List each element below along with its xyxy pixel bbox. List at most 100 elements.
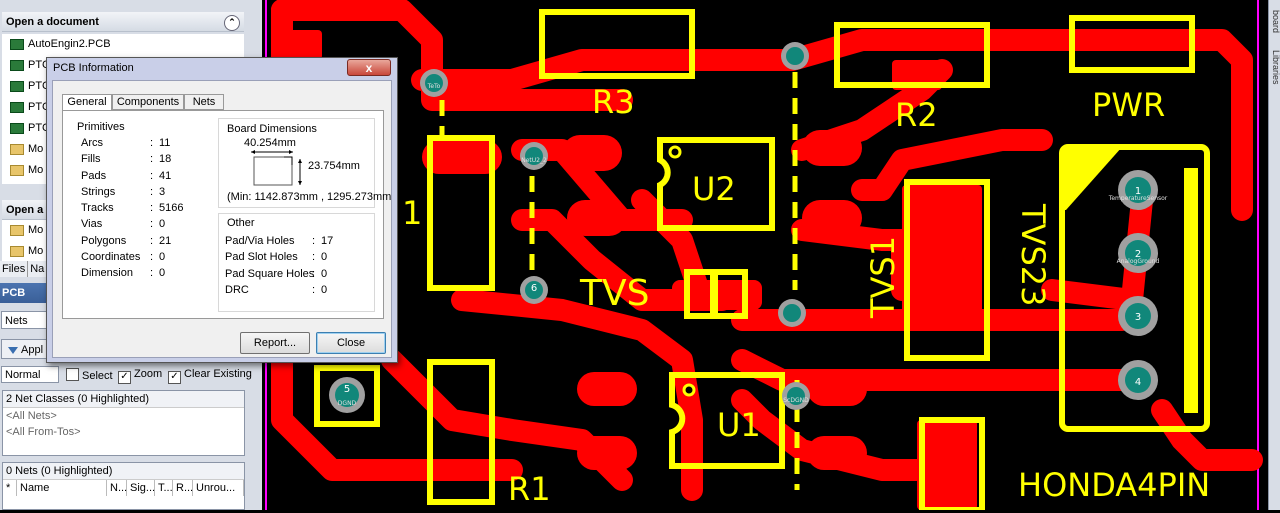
document-item[interactable]: PTC bbox=[2, 97, 244, 118]
column-header[interactable]: N... bbox=[107, 480, 127, 496]
pcb-file-icon bbox=[10, 38, 24, 50]
tab-board[interactable]: board bbox=[1271, 10, 1280, 34]
other-section: Other Pad/Via Holes:17 Pad Slot Holes:0 … bbox=[218, 213, 375, 312]
primitive-row: Vias:0 bbox=[81, 218, 166, 231]
board-min-coordinates: (Min: 1142.873mm , 1295.273mm bbox=[227, 191, 392, 203]
net-hint: NetU2_2 bbox=[521, 157, 547, 164]
designator-pwr: PWR bbox=[1092, 86, 1165, 124]
tab-general[interactable]: General bbox=[62, 94, 112, 111]
close-button[interactable]: Close bbox=[316, 332, 386, 354]
clear-existing-check-box[interactable]: ✓ bbox=[168, 371, 181, 384]
highlight-mode-row: Normal Select ✓Zoom ✓Clear Existing bbox=[1, 366, 261, 384]
other-row: Pad Square Holes:0 bbox=[225, 267, 328, 280]
designator-tvs23: TVS23 bbox=[1014, 203, 1052, 306]
pad-number: 6 bbox=[531, 283, 537, 294]
tab-navigator[interactable]: Na bbox=[28, 261, 48, 277]
column-header[interactable]: * bbox=[3, 480, 17, 496]
primitives-title: Primitives bbox=[77, 121, 125, 133]
document-item[interactable]: PTC bbox=[2, 55, 244, 76]
select-checkbox[interactable]: Select bbox=[66, 368, 113, 383]
pad-number: 5 bbox=[344, 384, 350, 395]
board-height: 23.754mm bbox=[308, 160, 360, 172]
other-title: Other bbox=[227, 217, 255, 229]
nets-header: 0 Nets (0 Highlighted) bbox=[3, 463, 244, 480]
tab-nets[interactable]: Nets bbox=[184, 94, 224, 110]
copper-pads bbox=[282, 30, 982, 510]
primitive-row: Arcs:11 bbox=[81, 137, 171, 149]
list-item[interactable]: <All Nets> bbox=[6, 410, 57, 422]
primitive-row: Pads:41 bbox=[81, 169, 172, 182]
primitive-row: Dimension:0 bbox=[81, 267, 166, 280]
designator-r2: R2 bbox=[895, 96, 938, 134]
silkscreen-outlines bbox=[314, 9, 1210, 513]
filter-icon bbox=[8, 347, 18, 354]
board-dimensions-title: Board Dimensions bbox=[227, 123, 317, 135]
primitives-section: Primitives Arcs:11 Fills:18 Pads:41 Stri… bbox=[77, 120, 212, 282]
board-width: 40.254mm bbox=[244, 137, 296, 149]
list-item[interactable]: <All From-Tos> bbox=[6, 426, 81, 438]
zoom-check-box[interactable]: ✓ bbox=[118, 371, 131, 384]
board-dimensions-section: Board Dimensions 40.254mm 23.754mm (Min:… bbox=[218, 118, 391, 208]
collapse-icon[interactable]: ⌃ bbox=[224, 15, 240, 31]
designator-tvs: TVS bbox=[579, 273, 649, 314]
net-hint: ScDGND bbox=[783, 397, 809, 404]
other-row: DRC:0 bbox=[225, 283, 328, 296]
net-hint: DGND bbox=[338, 400, 357, 407]
folder-open-icon bbox=[10, 164, 24, 176]
tab-components[interactable]: Components bbox=[112, 94, 184, 110]
pcb-file-icon bbox=[10, 101, 24, 113]
open-document-header[interactable]: Open a document ⌃ bbox=[2, 12, 244, 32]
folder-icon bbox=[10, 224, 24, 236]
designator-r1: R1 bbox=[508, 470, 551, 508]
net-hint: TemperatureSensor bbox=[1108, 195, 1168, 202]
select-check-box[interactable] bbox=[66, 368, 79, 381]
other-row: Pad Slot Holes:0 bbox=[225, 251, 328, 264]
primitive-row: Strings:3 bbox=[81, 185, 166, 198]
mode-select[interactable]: Normal bbox=[1, 366, 59, 383]
primitive-row: Tracks:5166 bbox=[81, 202, 184, 215]
folder-open-icon bbox=[10, 245, 24, 257]
primitive-row: Polygons:21 bbox=[81, 234, 172, 247]
right-panel-strip: board Libraries bbox=[1268, 0, 1280, 510]
pcb-file-icon bbox=[10, 80, 24, 92]
pcb-canvas[interactable]: 1 2 3 4 5 6 TeTo DGND TemperatureSensor … bbox=[262, 0, 1268, 513]
pad-number: 3 bbox=[1135, 312, 1141, 323]
column-header[interactable]: T... bbox=[155, 480, 173, 496]
net-hint: AnalogGround bbox=[1117, 258, 1160, 265]
designators: R3 R2 PWR U2 TVS U1 R1 HONDA4PIN 1 TVS1 … bbox=[402, 83, 1210, 508]
pcb-board-svg[interactable]: 1 2 3 4 5 6 TeTo DGND TemperatureSensor … bbox=[262, 0, 1268, 513]
pad-numbers: 1 2 3 4 5 6 bbox=[344, 186, 1141, 395]
designator-r3: R3 bbox=[592, 83, 635, 121]
column-header[interactable]: Sig... bbox=[127, 480, 155, 496]
close-icon[interactable]: x bbox=[347, 59, 391, 76]
pcb-file-icon bbox=[10, 122, 24, 134]
document-item[interactable]: PTC bbox=[2, 118, 244, 139]
tab-libraries[interactable]: Libraries bbox=[1271, 50, 1280, 85]
document-item[interactable]: Mo bbox=[2, 139, 244, 160]
net-hint: TeTo bbox=[427, 83, 441, 90]
dialog-body: General Components Nets Primitives Arcs:… bbox=[52, 80, 392, 358]
column-header[interactable]: R... bbox=[173, 480, 193, 496]
nets-list: 0 Nets (0 Highlighted) * Name N... Sig..… bbox=[2, 462, 245, 510]
primitive-row: Coordinates:0 bbox=[81, 251, 166, 264]
clear-existing-checkbox[interactable]: ✓Clear Existing bbox=[168, 368, 252, 384]
document-item[interactable]: Mo bbox=[2, 160, 244, 181]
pad-number: 2 bbox=[1135, 249, 1141, 260]
document-item[interactable]: AutoEngin2.PCB bbox=[2, 34, 244, 55]
dialog-title: PCB Information bbox=[53, 62, 134, 74]
project-item[interactable]: Mo bbox=[2, 241, 244, 262]
pad-number: 1 bbox=[1135, 186, 1141, 197]
tab-files[interactable]: Files bbox=[0, 261, 29, 277]
project-item[interactable]: Mo bbox=[2, 220, 244, 241]
net-classes-list: 2 Net Classes (0 Highlighted) <All Nets>… bbox=[2, 390, 245, 456]
folder-icon bbox=[10, 143, 24, 155]
pcb-information-dialog: PCB Information x General Components Net… bbox=[46, 57, 398, 363]
other-row: Pad/Via Holes:17 bbox=[225, 235, 334, 247]
column-header[interactable]: Unrou... bbox=[193, 480, 244, 496]
board-outline-icon bbox=[251, 150, 302, 186]
net-hints: TeTo DGND TemperatureSensor AnalogGround… bbox=[338, 83, 1168, 407]
report-button[interactable]: Report... bbox=[240, 332, 310, 354]
document-item[interactable]: PTC bbox=[2, 76, 244, 97]
column-header[interactable]: Name bbox=[17, 480, 107, 496]
zoom-checkbox[interactable]: ✓Zoom bbox=[118, 368, 162, 384]
